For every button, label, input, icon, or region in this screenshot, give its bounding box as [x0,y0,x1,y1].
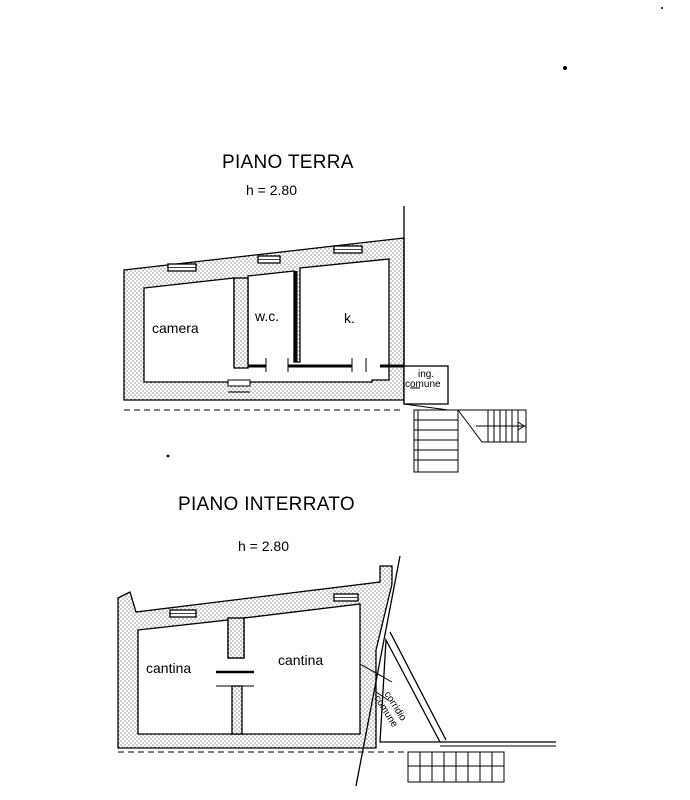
stairs-down [413,409,459,473]
external-stairs [457,409,527,443]
room-label-cantina-right: cantina [278,652,324,668]
entrance-label-line2: comune [405,379,441,390]
entrance-label-line1: ing. [418,369,435,380]
ground-floor-plan [123,206,527,473]
room-label-wc: w.c. [255,308,280,324]
room-label-camera: camera [152,320,199,336]
basement-boundary-line [355,555,401,787]
wall-camera-wc [233,277,249,369]
basement-plan [117,555,556,787]
common-corridor [379,637,442,743]
scan-dot [166,454,170,458]
scan-dot [661,7,663,9]
room-label-cantina-left: cantina [146,660,192,676]
common-entrance [403,365,449,405]
ground-floor-height: h = 2.80 [246,182,297,198]
basement-title: PIANO INTERRATO [178,494,355,515]
scan-dot [563,66,567,70]
ground-floor-title: PIANO TERRA [222,152,354,173]
room-label-kitchen: k. [344,310,355,326]
basement-stairs [407,751,505,783]
basement-height: h = 2.80 [238,538,289,554]
